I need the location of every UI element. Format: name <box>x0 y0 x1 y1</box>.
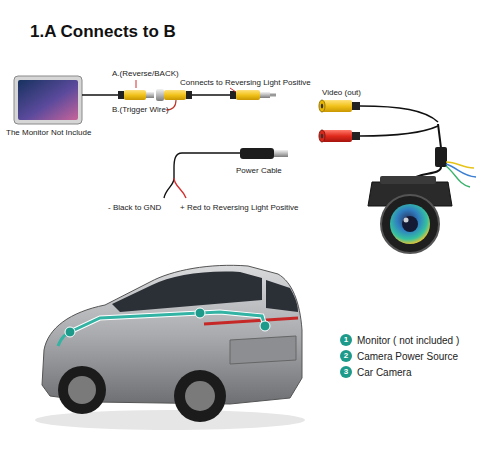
legend-row: 3 Car Camera <box>340 366 411 378</box>
legend-swatch: 1 <box>340 334 352 346</box>
callout-number: 2 <box>344 352 348 360</box>
wire-label: + Red to Reversing Light Positive <box>180 203 299 212</box>
legend-text: Camera Power Source <box>357 351 458 362</box>
connector-label: Video (out) <box>322 88 361 97</box>
camera-cable <box>319 100 476 187</box>
monitor-caption: The Monitor Not Include <box>6 128 91 137</box>
legend-row: 1 Monitor ( not included ) <box>340 334 459 346</box>
camera-picture <box>368 176 452 253</box>
callout-number: 1 <box>344 336 348 344</box>
car-picture <box>35 265 305 430</box>
wire-label: B.(Trigger Wire) <box>112 105 169 114</box>
diagram-title: 1.A Connects to B <box>30 22 176 42</box>
connector-note: Connects to Reversing Light Positive <box>180 78 311 87</box>
legend-text: Monitor ( not included ) <box>357 335 459 346</box>
legend-row: 2 Camera Power Source <box>340 350 458 362</box>
cable-label: Power Cable <box>236 166 282 175</box>
power-cable <box>164 148 288 198</box>
legend-swatch: 2 <box>340 350 352 362</box>
wire-label: - Black to GND <box>108 203 161 212</box>
legend-swatch: 3 <box>340 366 352 378</box>
monitor-picture <box>14 76 82 124</box>
legend-text: Car Camera <box>357 367 411 378</box>
video-cable <box>82 89 276 110</box>
connector-label: A.(Reverse/BACK) <box>112 69 179 78</box>
callout-number: 3 <box>344 368 348 376</box>
